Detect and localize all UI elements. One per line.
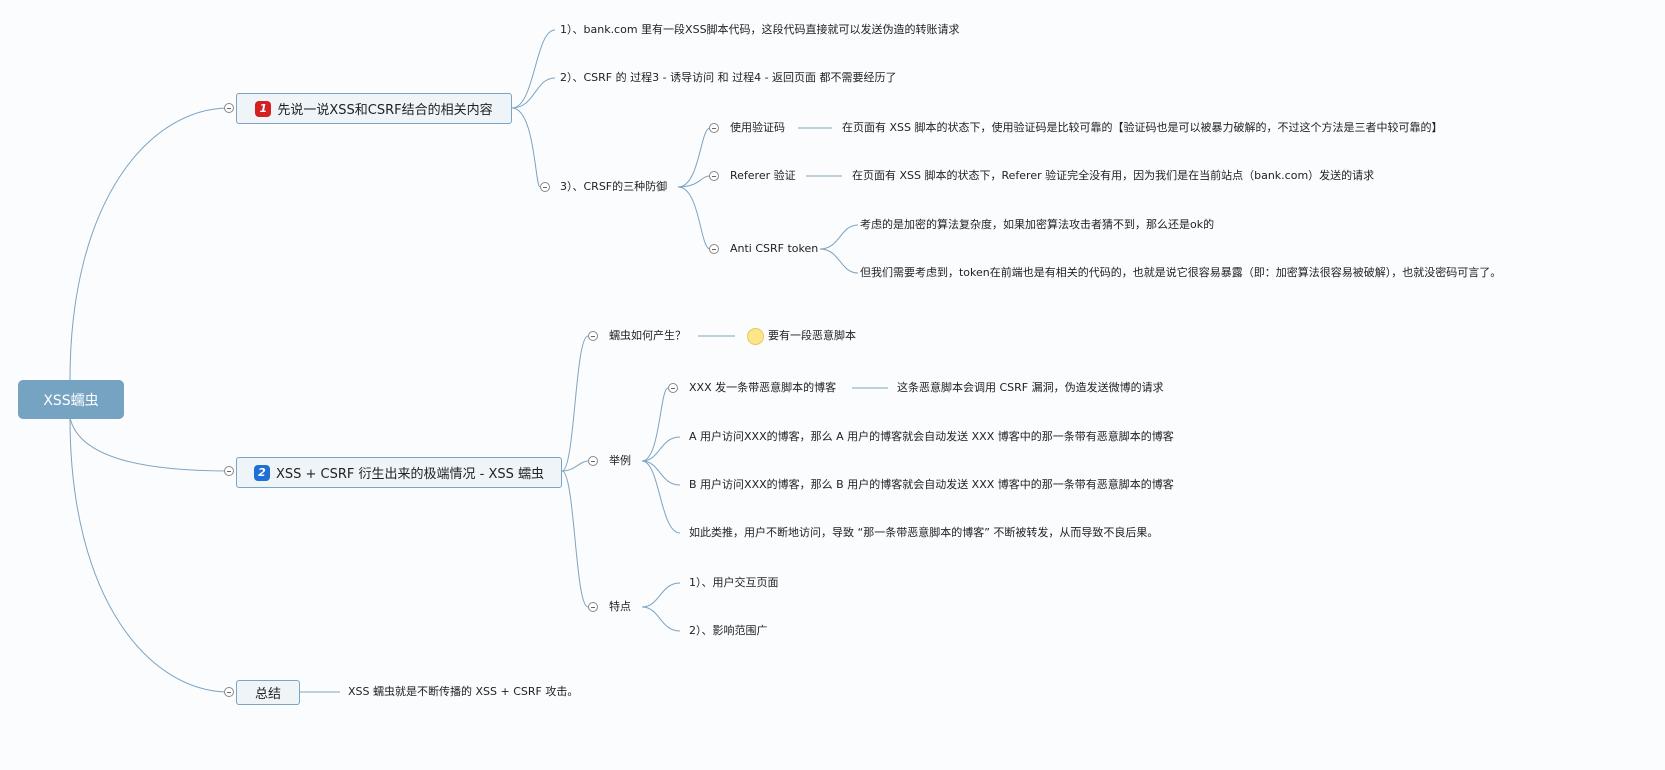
subtopic[interactable]: XXX 发一条带恶意脚本的博客 — [689, 381, 837, 394]
subtopic[interactable]: 3）、CRSF的三种防御 — [560, 180, 668, 193]
note[interactable]: 在页面有 XSS 脚本的状态下，Referer 验证完全没有用，因为我们是在当前… — [852, 169, 1375, 182]
collapse-toggle[interactable] — [224, 466, 234, 476]
subtopic[interactable]: 举例 — [609, 454, 631, 467]
collapse-toggle[interactable] — [540, 182, 550, 192]
subtopic[interactable]: 如此类推，用户不断地访问，导致 “那一条带恶意脚本的博客” 不断被转发，从而导致… — [689, 526, 1159, 539]
subtopic[interactable]: 使用验证码 — [730, 121, 785, 134]
collapse-toggle[interactable] — [668, 383, 678, 393]
subtopic[interactable]: 2）、影响范围广 — [689, 624, 768, 637]
root-topic[interactable]: XSS蠕虫 — [18, 380, 124, 419]
note[interactable]: 要有一段恶意脚本 — [768, 329, 856, 342]
subtopic[interactable]: 1）、bank.com 里有一段XSS脚本代码，这段代码直接就可以发送伪造的转账… — [560, 23, 960, 36]
collapse-toggle[interactable] — [224, 103, 234, 113]
topic-label: 先说一说XSS和CSRF结合的相关内容 — [277, 103, 493, 118]
subtopic[interactable]: B 用户访问XXX的博客，那么 B 用户的博客就会自动发送 XXX 博客中的那一… — [689, 478, 1174, 491]
collapse-toggle[interactable] — [709, 244, 719, 254]
collapse-toggle[interactable] — [588, 331, 598, 341]
subtopic[interactable]: 1）、用户交互页面 — [689, 576, 779, 589]
topic-label: XSS + CSRF 衍生出来的极端情况 - XSS 蠕虫 — [275, 467, 545, 482]
topic-2[interactable]: 2 XSS + CSRF 衍生出来的极端情况 - XSS 蠕虫 — [236, 457, 562, 488]
collapse-toggle[interactable] — [588, 456, 598, 466]
subtopic[interactable]: Anti CSRF token — [730, 242, 819, 255]
note[interactable]: 在页面有 XSS 脚本的状态下，使用验证码是比较可靠的【验证码也是可以被暴力破解… — [842, 121, 1443, 134]
priority-1-icon: 1 — [255, 100, 272, 117]
subtopic[interactable]: 2）、CSRF 的 过程3 - 诱导访问 和 过程4 - 返回页面 都不需要经历… — [560, 71, 897, 84]
collapse-toggle[interactable] — [224, 687, 234, 697]
topic-3[interactable]: 总结 — [236, 680, 300, 705]
subtopic[interactable]: A 用户访问XXX的博客，那么 A 用户的博客就会自动发送 XXX 博客中的那一… — [689, 430, 1174, 443]
priority-2-icon: 2 — [253, 464, 270, 481]
subtopic[interactable]: 特点 — [609, 600, 631, 613]
subtopic[interactable]: Referer 验证 — [730, 169, 796, 182]
smiley-icon — [747, 328, 764, 345]
note[interactable]: 但我们需要考虑到，token在前端也是有相关的代码的，也就是说它很容易暴露（即：… — [860, 266, 1502, 279]
collapse-toggle[interactable] — [709, 171, 719, 181]
collapse-toggle[interactable] — [709, 123, 719, 133]
collapse-toggle[interactable] — [588, 602, 598, 612]
note[interactable]: XSS 蠕虫就是不断传播的 XSS + CSRF 攻击。 — [348, 685, 579, 698]
subtopic[interactable]: 蠕虫如何产生？ — [609, 329, 686, 342]
note[interactable]: 这条恶意脚本会调用 CSRF 漏洞，伪造发送微博的请求 — [897, 381, 1164, 394]
note[interactable]: 考虑的是加密的算法复杂度，如果加密算法攻击者猜不到，那么还是ok的 — [860, 218, 1215, 231]
topic-1[interactable]: 1 先说一说XSS和CSRF结合的相关内容 — [236, 93, 512, 124]
